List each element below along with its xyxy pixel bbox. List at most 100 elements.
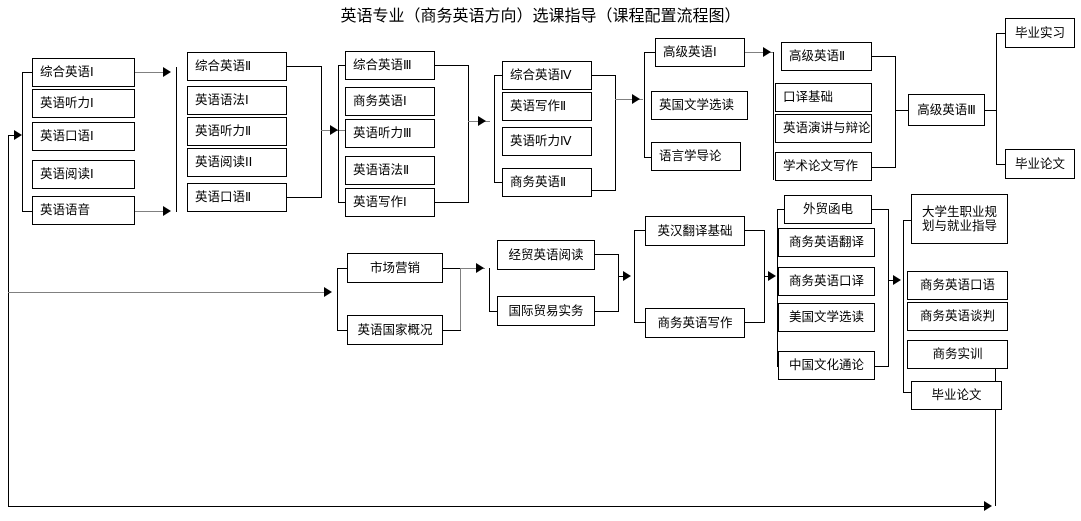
connector-col4-right-spine [615,75,616,191]
node-translation-0[interactable]: 英汉翻译基础 [645,216,745,246]
connector-career-left-spine [903,220,904,392]
node-career-0[interactable]: 大学生职业规 划与就业指导 [911,194,1008,244]
node-col3-0[interactable]: 综合英语Ⅲ [345,51,435,80]
connector-trade-right-spine [618,254,619,312]
connector-col6-3-out [871,167,896,168]
node-col4-1[interactable]: 英语写作Ⅱ [502,92,592,121]
node-col1-3[interactable]: 英语阅读Ⅰ [32,160,135,189]
page-title: 英语专业（商务英语方向）选课指导（课程配置流程图） [340,6,741,25]
connector-business-base-right-spine [460,268,461,330]
node-col6-2[interactable]: 英语演讲与辩论 [775,114,872,143]
connector-bottom-bus [8,506,988,507]
node-business-adv-4[interactable]: 中国文化通论 [778,351,875,380]
connector-col1-spine [22,72,23,212]
connector-translation-left-bot [634,322,646,323]
node-col6-3[interactable]: 学术论文写作 [775,152,872,181]
connector-col6-right-spine [895,56,896,168]
node-col5-1[interactable]: 英国文学选读 [651,91,748,120]
connector-col5-left-spine [644,52,645,157]
node-col1-1[interactable]: 英语听力Ⅰ [32,89,135,118]
node-col1-4[interactable]: 英语语音 [32,196,135,225]
node-trade-1[interactable]: 国际贸易实务 [497,296,595,326]
node-col4-0[interactable]: 综合英语Ⅳ [502,61,592,90]
node-col3-1[interactable]: 商务英语Ⅰ [345,87,435,116]
node-career-3[interactable]: 商务实训 [907,340,1008,369]
connector-col4-0-out [592,75,616,76]
node-col2-1[interactable]: 英语语法Ⅰ [187,86,287,115]
node-business-adv-3[interactable]: 美国文学选读 [778,303,875,332]
node-col2-4[interactable]: 英语口语Ⅱ [187,183,287,212]
arrow-col2-to-col3 [330,125,338,135]
node-col2-2[interactable]: 英语听力Ⅱ [187,117,287,146]
node-business-adv-1[interactable]: 商务英语翻译 [778,228,875,257]
node-advanced-0[interactable]: 高级英语Ⅲ [908,94,985,126]
connector-col1-bottom-stub [22,211,32,212]
connector-col6-to-advanced [895,110,909,111]
connector-col5-to-col6 [745,52,773,53]
connector-trade-left-bot [489,311,499,312]
connector-col3-left-spine [338,65,339,202]
connector-translation-1-out [745,322,765,323]
node-graduation-internship[interactable]: 毕业实习 [1005,18,1075,48]
node-col4-2[interactable]: 英语听力Ⅳ [502,127,592,156]
node-trade-0[interactable]: 经贸英语阅读 [497,240,595,270]
connector-grad-spine [996,33,997,164]
connector-col4-left-bot [494,182,503,183]
node-col4-3[interactable]: 商务英语Ⅱ [502,168,592,197]
connector-grad-bot [996,164,1006,165]
connector-col3-4-out [435,202,469,203]
connector-col1-4-out [135,211,167,212]
connector-business-base-left-spine [337,268,338,330]
arrow-col4-to-col5 [632,94,640,104]
arrow-col1-4-to-col2 [163,206,171,216]
node-col2-3[interactable]: 英语阅读ⅠⅠ [187,148,287,177]
connector-col1-top-stub [22,72,32,73]
connector-translation-left-top [634,230,646,231]
connector-col6-left-spine [773,52,774,180]
connector-col5-left-top [644,52,656,53]
node-business-base-1[interactable]: 英语国家概况 [347,315,443,345]
connector-businessadv-to-career [888,280,896,281]
node-career-1[interactable]: 商务英语口语 [907,271,1008,300]
node-col2-0[interactable]: 综合英语Ⅱ [187,52,287,81]
connector-col4-left-spine [494,75,495,182]
node-col3-2[interactable]: 英语听力Ⅲ [345,119,435,148]
connector-business-base-left-bot [337,330,348,331]
node-col6-0[interactable]: 高级英语Ⅱ [781,42,872,71]
connector-business-base-left-top [337,268,348,269]
node-col1-0[interactable]: 综合英语Ⅰ [32,58,135,87]
node-career-2[interactable]: 商务英语谈判 [907,302,1008,331]
connector-col3-left-top [338,65,346,66]
node-career-4[interactable]: 毕业论文 [911,381,1002,410]
node-col3-3[interactable]: 英语语法Ⅱ [345,156,435,185]
node-col3-4[interactable]: 英语写作Ⅰ [345,188,435,217]
connector-translation-left-spine [634,230,635,322]
connector-col1-0-out [135,72,167,73]
node-graduation-thesis-top[interactable]: 毕业论文 [1005,149,1075,179]
node-business-adv-2[interactable]: 商务英语口译 [778,267,875,296]
arrow-col5-to-col6 [763,47,771,57]
arrow-col1-0-to-col2 [163,67,171,77]
connector-career-left-top [903,220,913,221]
node-business-base-0[interactable]: 市场营销 [347,253,443,283]
connector-trade-left-spine [489,268,490,311]
connector-business-base-to-trade [460,268,485,269]
node-col6-1[interactable]: 口译基础 [775,83,872,112]
connector-translation-0-out [745,230,765,231]
node-col5-0[interactable]: 高级英语Ⅰ [655,38,745,67]
node-col1-2[interactable]: 英语口语Ⅰ [32,122,135,151]
connector-businessadv-4-out [874,366,889,367]
connector-col4-left-top [494,75,503,76]
node-col5-2[interactable]: 语言学导论 [651,142,741,171]
connector-col3-0-out [435,65,469,66]
connector-advanced-out [985,110,997,111]
connector-trade-0-out [595,254,619,255]
node-translation-1[interactable]: 商务英语写作 [645,308,745,338]
node-business-adv-0[interactable]: 外贸函电 [784,195,872,224]
connector-business-base-0-out [443,268,461,269]
career-label-line-1: 大学生职业规 [921,203,997,219]
connector-col2-4-out [287,197,322,198]
connector-col3-left-bot [338,202,346,203]
connector-col2-right-spine [321,66,322,198]
